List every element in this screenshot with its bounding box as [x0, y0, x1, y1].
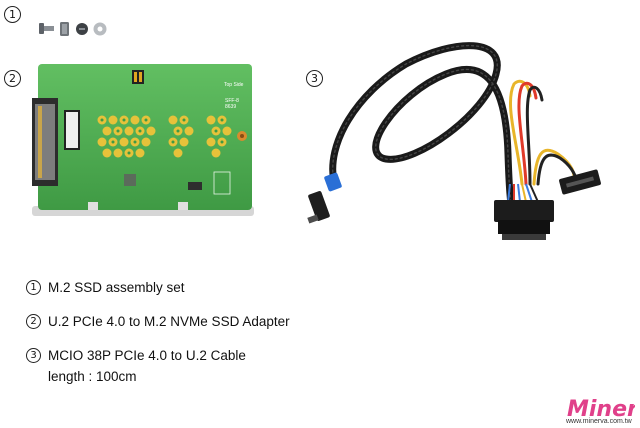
- silk-top-side: Top Side: [224, 82, 244, 88]
- braided-cable: [329, 42, 518, 228]
- silk-model: SFF-8: [225, 98, 239, 104]
- power-wires: [508, 79, 580, 186]
- item-1-caption: M.2 SSD assembly set: [48, 280, 185, 295]
- standoff-pads: [97, 115, 232, 158]
- u2-sff8639-connector: [494, 200, 554, 240]
- jumper-header: [132, 70, 144, 84]
- minerva-logo: Minerva: [567, 397, 635, 422]
- item-1-number: 1: [26, 280, 41, 295]
- screw-set-photo: [39, 22, 107, 36]
- nut-icon: [93, 22, 107, 36]
- item-3-photo-number: 3: [306, 70, 323, 87]
- pcb: [38, 64, 252, 210]
- item-3-caption: MCIO 38P PCIe 4.0 to U.2 Cable: [48, 348, 246, 363]
- screw-icon: [39, 23, 54, 34]
- silk-sub: 8639: [225, 104, 236, 110]
- item-2-number: 2: [26, 314, 41, 329]
- standoff-icon: [60, 22, 69, 36]
- brand-url: www.minerva.com.tw: [566, 418, 632, 425]
- item-3-length: length : 100cm: [48, 369, 137, 384]
- item-2-photo-number: 2: [4, 70, 21, 87]
- mcio-u2-cable-photo: [307, 42, 601, 240]
- sata-power-connector: [559, 169, 601, 195]
- item-3-number: 3: [26, 348, 41, 363]
- signal-wires: [507, 183, 539, 203]
- logo-wordmark: Minerva: [567, 397, 635, 422]
- adapter-board-photo: Top Side SFF-8 8639: [32, 64, 254, 216]
- item-2-caption: U.2 PCIe 4.0 to M.2 NVMe SSD Adapter: [48, 314, 290, 329]
- item-1-photo-number: 1: [4, 6, 21, 23]
- mcio-connector: [307, 172, 342, 224]
- screw-head-icon: [76, 23, 88, 35]
